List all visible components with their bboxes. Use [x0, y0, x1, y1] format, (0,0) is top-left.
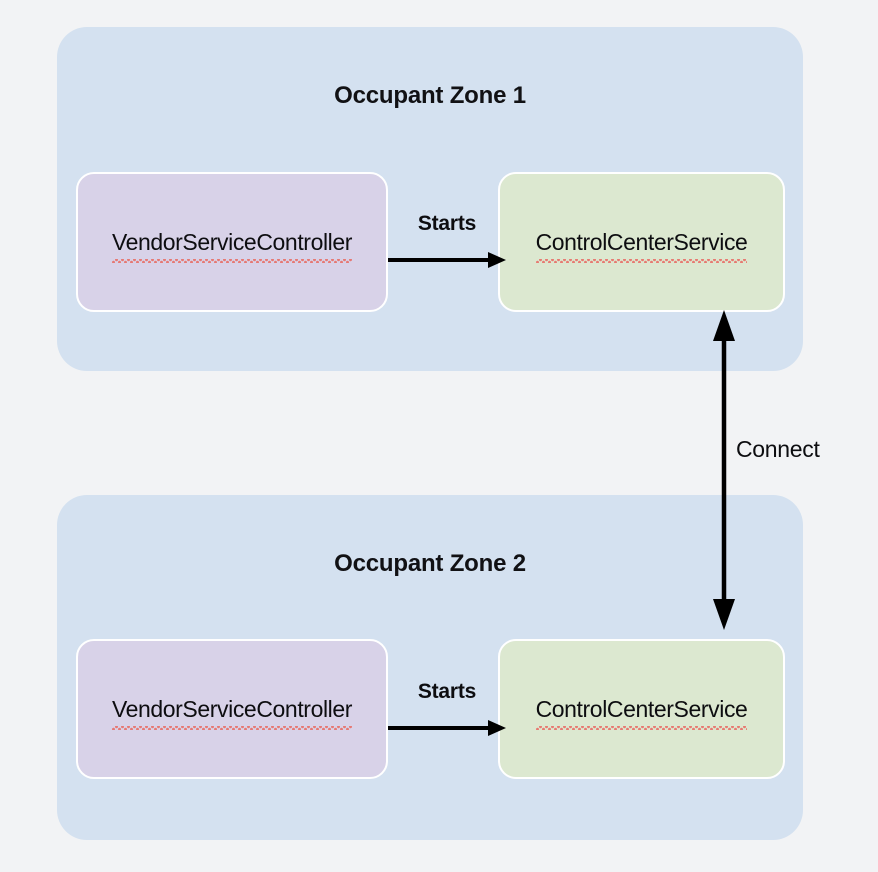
node-label: ControlCenterService [535, 228, 748, 263]
node-control-center-service-zone-1[interactable]: ControlCenterService [498, 172, 785, 312]
node-control-center-service-zone-2[interactable]: ControlCenterService [498, 639, 785, 779]
node-vendor-service-controller-zone-1[interactable]: VendorServiceController [76, 172, 388, 312]
node-label: ControlCenterService [535, 695, 748, 730]
arrow-double-vertical-icon [713, 310, 735, 630]
starts-edge-label: Starts [417, 212, 477, 235]
occupant-zone-1-container: Occupant Zone 1 VendorServiceController … [57, 27, 803, 371]
node-vendor-service-controller-zone-2[interactable]: VendorServiceController [76, 639, 388, 779]
zone-2-title: Occupant Zone 2 [334, 550, 526, 577]
connect-edge: Connect [690, 305, 870, 635]
occupant-zone-2-container: Occupant Zone 2 VendorServiceController … [57, 495, 803, 840]
node-label: VendorServiceController [111, 228, 353, 263]
starts-edge-zone-2: Starts [388, 681, 506, 751]
connect-edge-label: Connect [736, 436, 820, 462]
starts-edge-label: Starts [417, 680, 477, 703]
arrow-right-icon [388, 252, 506, 268]
starts-edge-zone-1: Starts [388, 213, 506, 283]
arrow-right-icon [388, 720, 506, 736]
node-label: VendorServiceController [111, 695, 353, 730]
zone-1-title: Occupant Zone 1 [334, 82, 526, 109]
